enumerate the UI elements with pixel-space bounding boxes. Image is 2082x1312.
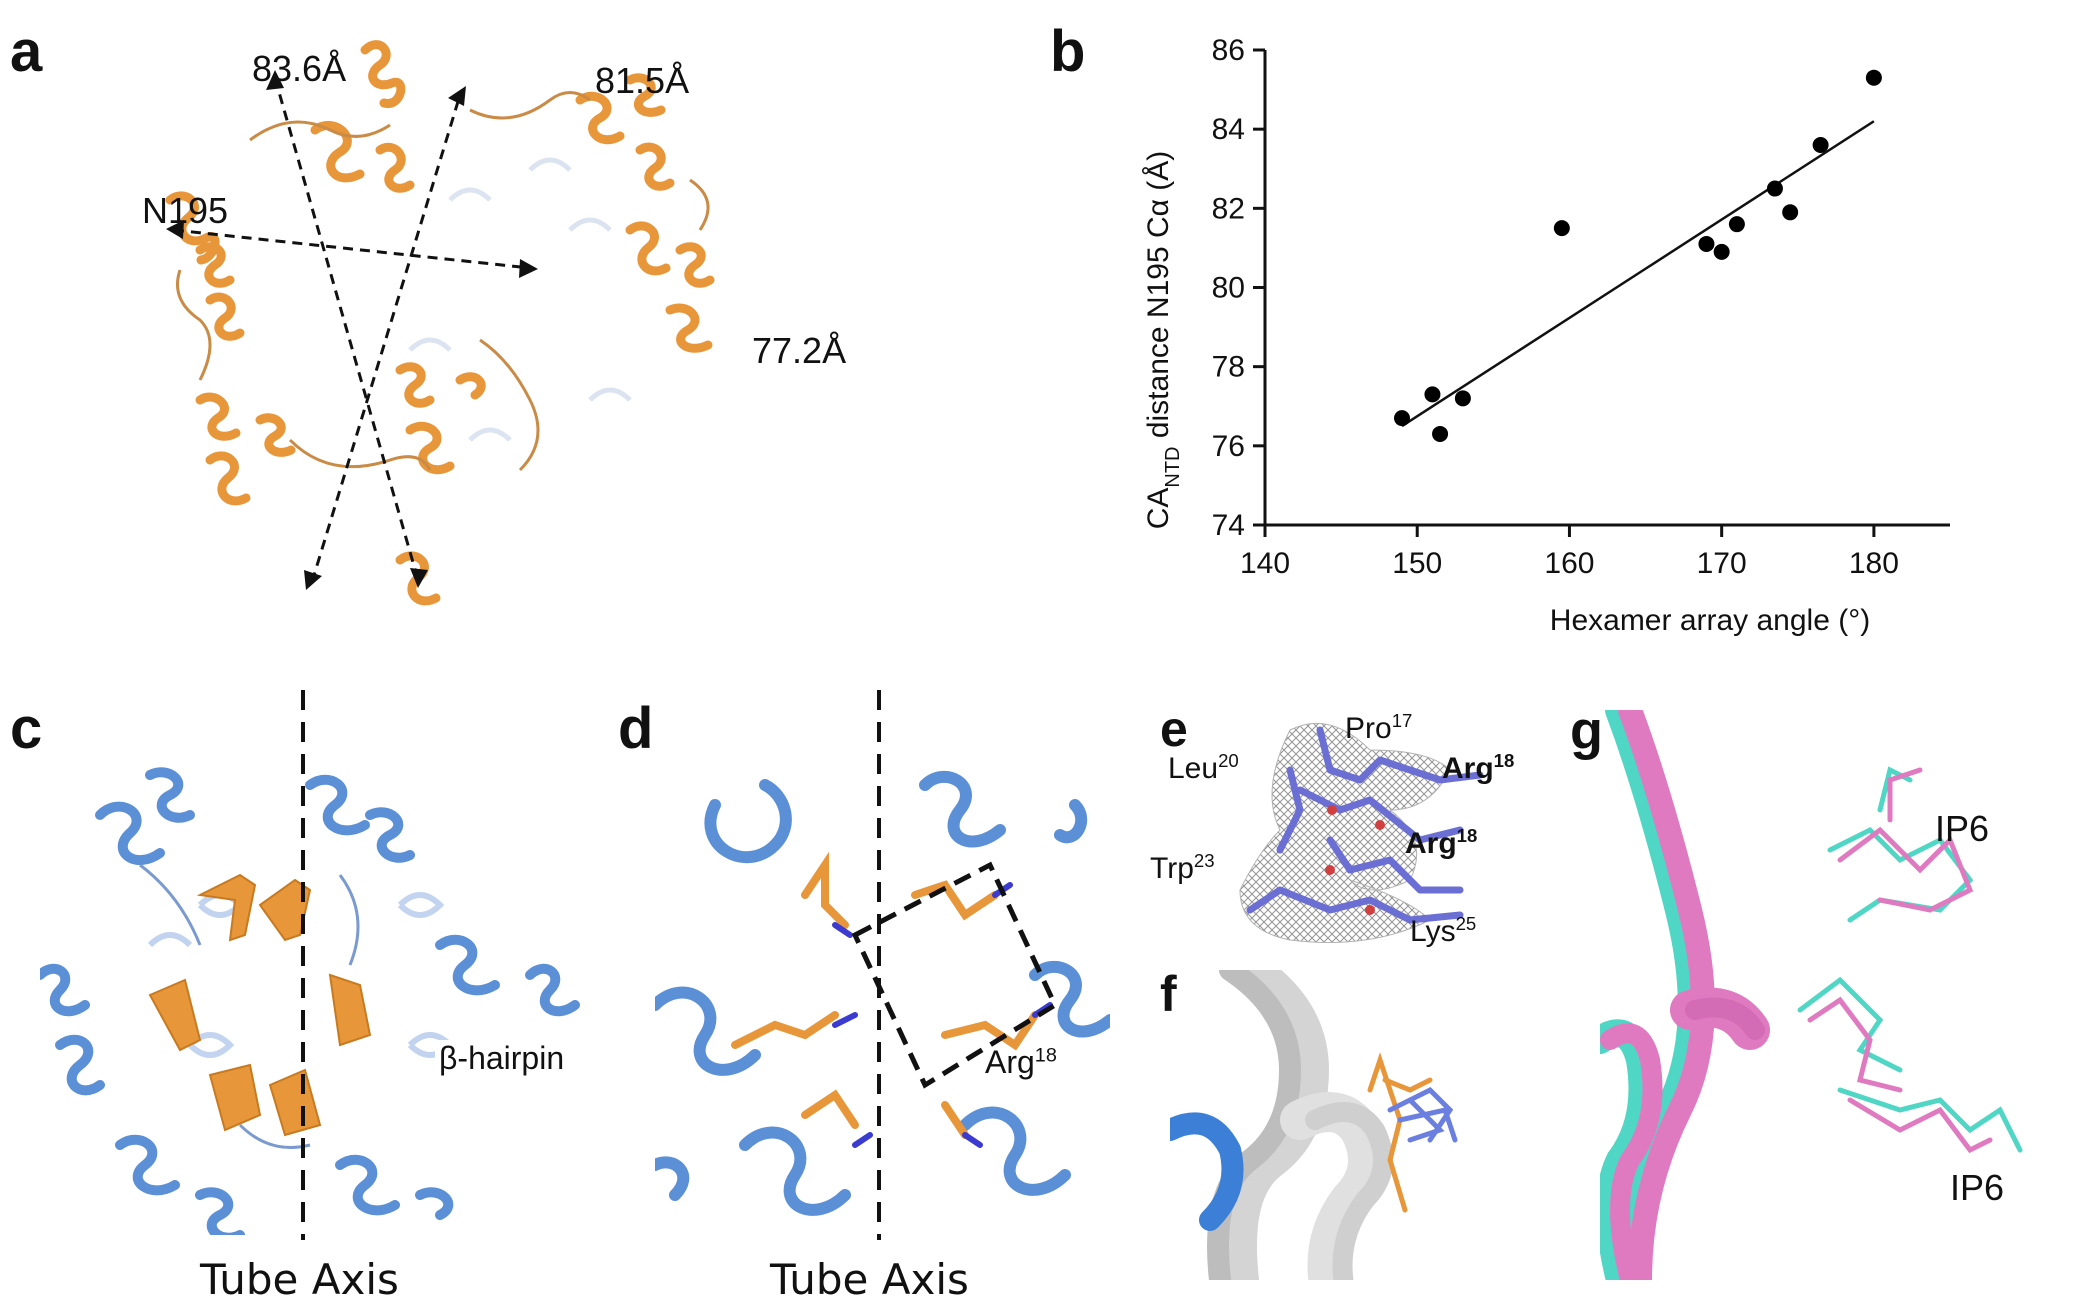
tube-structure-c bbox=[40, 745, 585, 1235]
arg1-sup: 18 bbox=[1493, 750, 1515, 771]
pro-text: Pro bbox=[1345, 712, 1392, 745]
y-tick-label: 80 bbox=[1212, 272, 1245, 305]
dashed-box bbox=[851, 861, 1059, 1089]
data-point bbox=[1865, 69, 1882, 86]
chart-ylabel-main: CA bbox=[1142, 488, 1175, 530]
density-map-e-image bbox=[1239, 722, 1484, 943]
lys-text: Lys bbox=[1410, 915, 1456, 948]
leu-sup: 20 bbox=[1218, 750, 1239, 771]
scatter-chart: 140 150 160 170 180 74 76 78 80 82 84 86 Hexamer ar… bbox=[1120, 20, 1970, 650]
chart-ylabel-rest: distance N195 Cα (Å) bbox=[1142, 151, 1175, 447]
density-map-e bbox=[1180, 710, 1540, 955]
y-tick-label: 82 bbox=[1212, 192, 1245, 225]
y-tick-label: 84 bbox=[1212, 113, 1245, 146]
y-tick-label: 78 bbox=[1212, 351, 1245, 384]
data-point bbox=[1812, 137, 1829, 153]
trp-sup: 23 bbox=[1193, 850, 1215, 871]
leu20-label: Leu20 bbox=[1168, 750, 1239, 786]
distance-label-83: 83.6Å bbox=[252, 48, 347, 89]
residue-label-n195: N195 bbox=[142, 190, 229, 231]
chart-axes bbox=[1263, 50, 1950, 527]
arg18-label-d: Arg18 bbox=[985, 1044, 1057, 1081]
panel-letter-f: f bbox=[1160, 966, 1177, 1022]
arg1-text: Arg bbox=[1442, 752, 1494, 785]
lys-sup: 25 bbox=[1455, 913, 1477, 934]
x-tick-label: 140 bbox=[1240, 547, 1290, 580]
distance-label-81: 81.5Å bbox=[595, 60, 690, 101]
tube-structure-d bbox=[655, 745, 1110, 1235]
data-point bbox=[1424, 386, 1441, 403]
tube-axis-line-d bbox=[877, 690, 881, 1240]
panel-letter-e: e bbox=[1160, 701, 1188, 757]
ip6-label-top: IP6 bbox=[1935, 808, 1990, 849]
data-point bbox=[1713, 243, 1730, 260]
overlay-structure-f bbox=[1170, 970, 1540, 1280]
arg18-label-e1: Arg18 bbox=[1442, 750, 1514, 786]
arg18-label-e2: Arg18 bbox=[1405, 825, 1477, 861]
chart-fit-line bbox=[1401, 120, 1875, 428]
y-tick-label: 76 bbox=[1212, 430, 1245, 463]
arg2-sup: 18 bbox=[1456, 825, 1478, 846]
data-point bbox=[1766, 180, 1783, 197]
ip6-label-bottom: IP6 bbox=[1950, 1167, 2005, 1208]
tube-structure-c-image bbox=[40, 767, 580, 1235]
x-tick-label: 180 bbox=[1849, 547, 1899, 580]
beta-hairpin-label: β-hairpin bbox=[435, 1040, 569, 1077]
fit-line bbox=[1401, 120, 1875, 428]
y-tick-label: 74 bbox=[1212, 509, 1245, 542]
data-point bbox=[1698, 235, 1715, 252]
panel-letter-d: d bbox=[618, 696, 654, 761]
y-tick-label: 86 bbox=[1212, 34, 1245, 67]
tube-axis-line-c bbox=[301, 690, 305, 1240]
data-point bbox=[1782, 204, 1799, 221]
x-tick-label: 170 bbox=[1697, 547, 1747, 580]
arg2-text: Arg bbox=[1405, 827, 1457, 860]
lys25-label: Lys25 bbox=[1410, 913, 1476, 949]
chart-points bbox=[1394, 69, 1882, 442]
pro-sup: 17 bbox=[1391, 710, 1413, 731]
hexamer-structure-image bbox=[165, 40, 715, 606]
data-point bbox=[1454, 390, 1471, 407]
arg-sup-d: 18 bbox=[1034, 1044, 1057, 1067]
overlay-structure-g bbox=[1600, 710, 2082, 1280]
panel-letter-c: c bbox=[10, 696, 43, 761]
pro17-label: Pro17 bbox=[1345, 710, 1412, 746]
x-tick-label: 150 bbox=[1392, 547, 1442, 580]
tube-axis-caption-d: Tube Axis bbox=[770, 1255, 969, 1304]
chart-ticks: 140 150 160 170 180 74 76 78 80 82 84 86 bbox=[1212, 34, 1899, 580]
trp-text: Trp bbox=[1150, 852, 1194, 885]
data-point bbox=[1432, 425, 1449, 442]
panel-letter-g: g bbox=[1570, 701, 1603, 761]
panel-letter-b: b bbox=[1050, 19, 1086, 84]
overlay-structure-f-image bbox=[1170, 970, 1458, 1280]
panel-letter-a: a bbox=[10, 19, 43, 84]
distance-label-77: 77.2Å bbox=[752, 330, 847, 371]
x-tick-label: 160 bbox=[1544, 547, 1594, 580]
overlay-structure-g-image bbox=[1600, 710, 2023, 1280]
hexamer-structure-panel bbox=[150, 20, 870, 640]
scatter-chart-svg: 140 150 160 170 180 74 76 78 80 82 84 86 Hexamer ar… bbox=[1142, 34, 1950, 637]
arg-text-d: Arg bbox=[985, 1044, 1035, 1080]
data-point bbox=[1728, 216, 1745, 233]
chart-xlabel: Hexamer array angle (°) bbox=[1550, 604, 1870, 637]
chart-ylabel: CANTD distance N195 Cα (Å) bbox=[1142, 151, 1184, 530]
leu-text: Leu bbox=[1168, 752, 1219, 785]
chart-ylabel-sub: NTD bbox=[1162, 447, 1184, 488]
tube-structure-d-image bbox=[655, 770, 1110, 1216]
tube-axis-caption-c: Tube Axis bbox=[200, 1255, 399, 1304]
trp23-label: Trp23 bbox=[1150, 850, 1215, 886]
data-point bbox=[1394, 410, 1410, 427]
data-point bbox=[1553, 220, 1570, 237]
